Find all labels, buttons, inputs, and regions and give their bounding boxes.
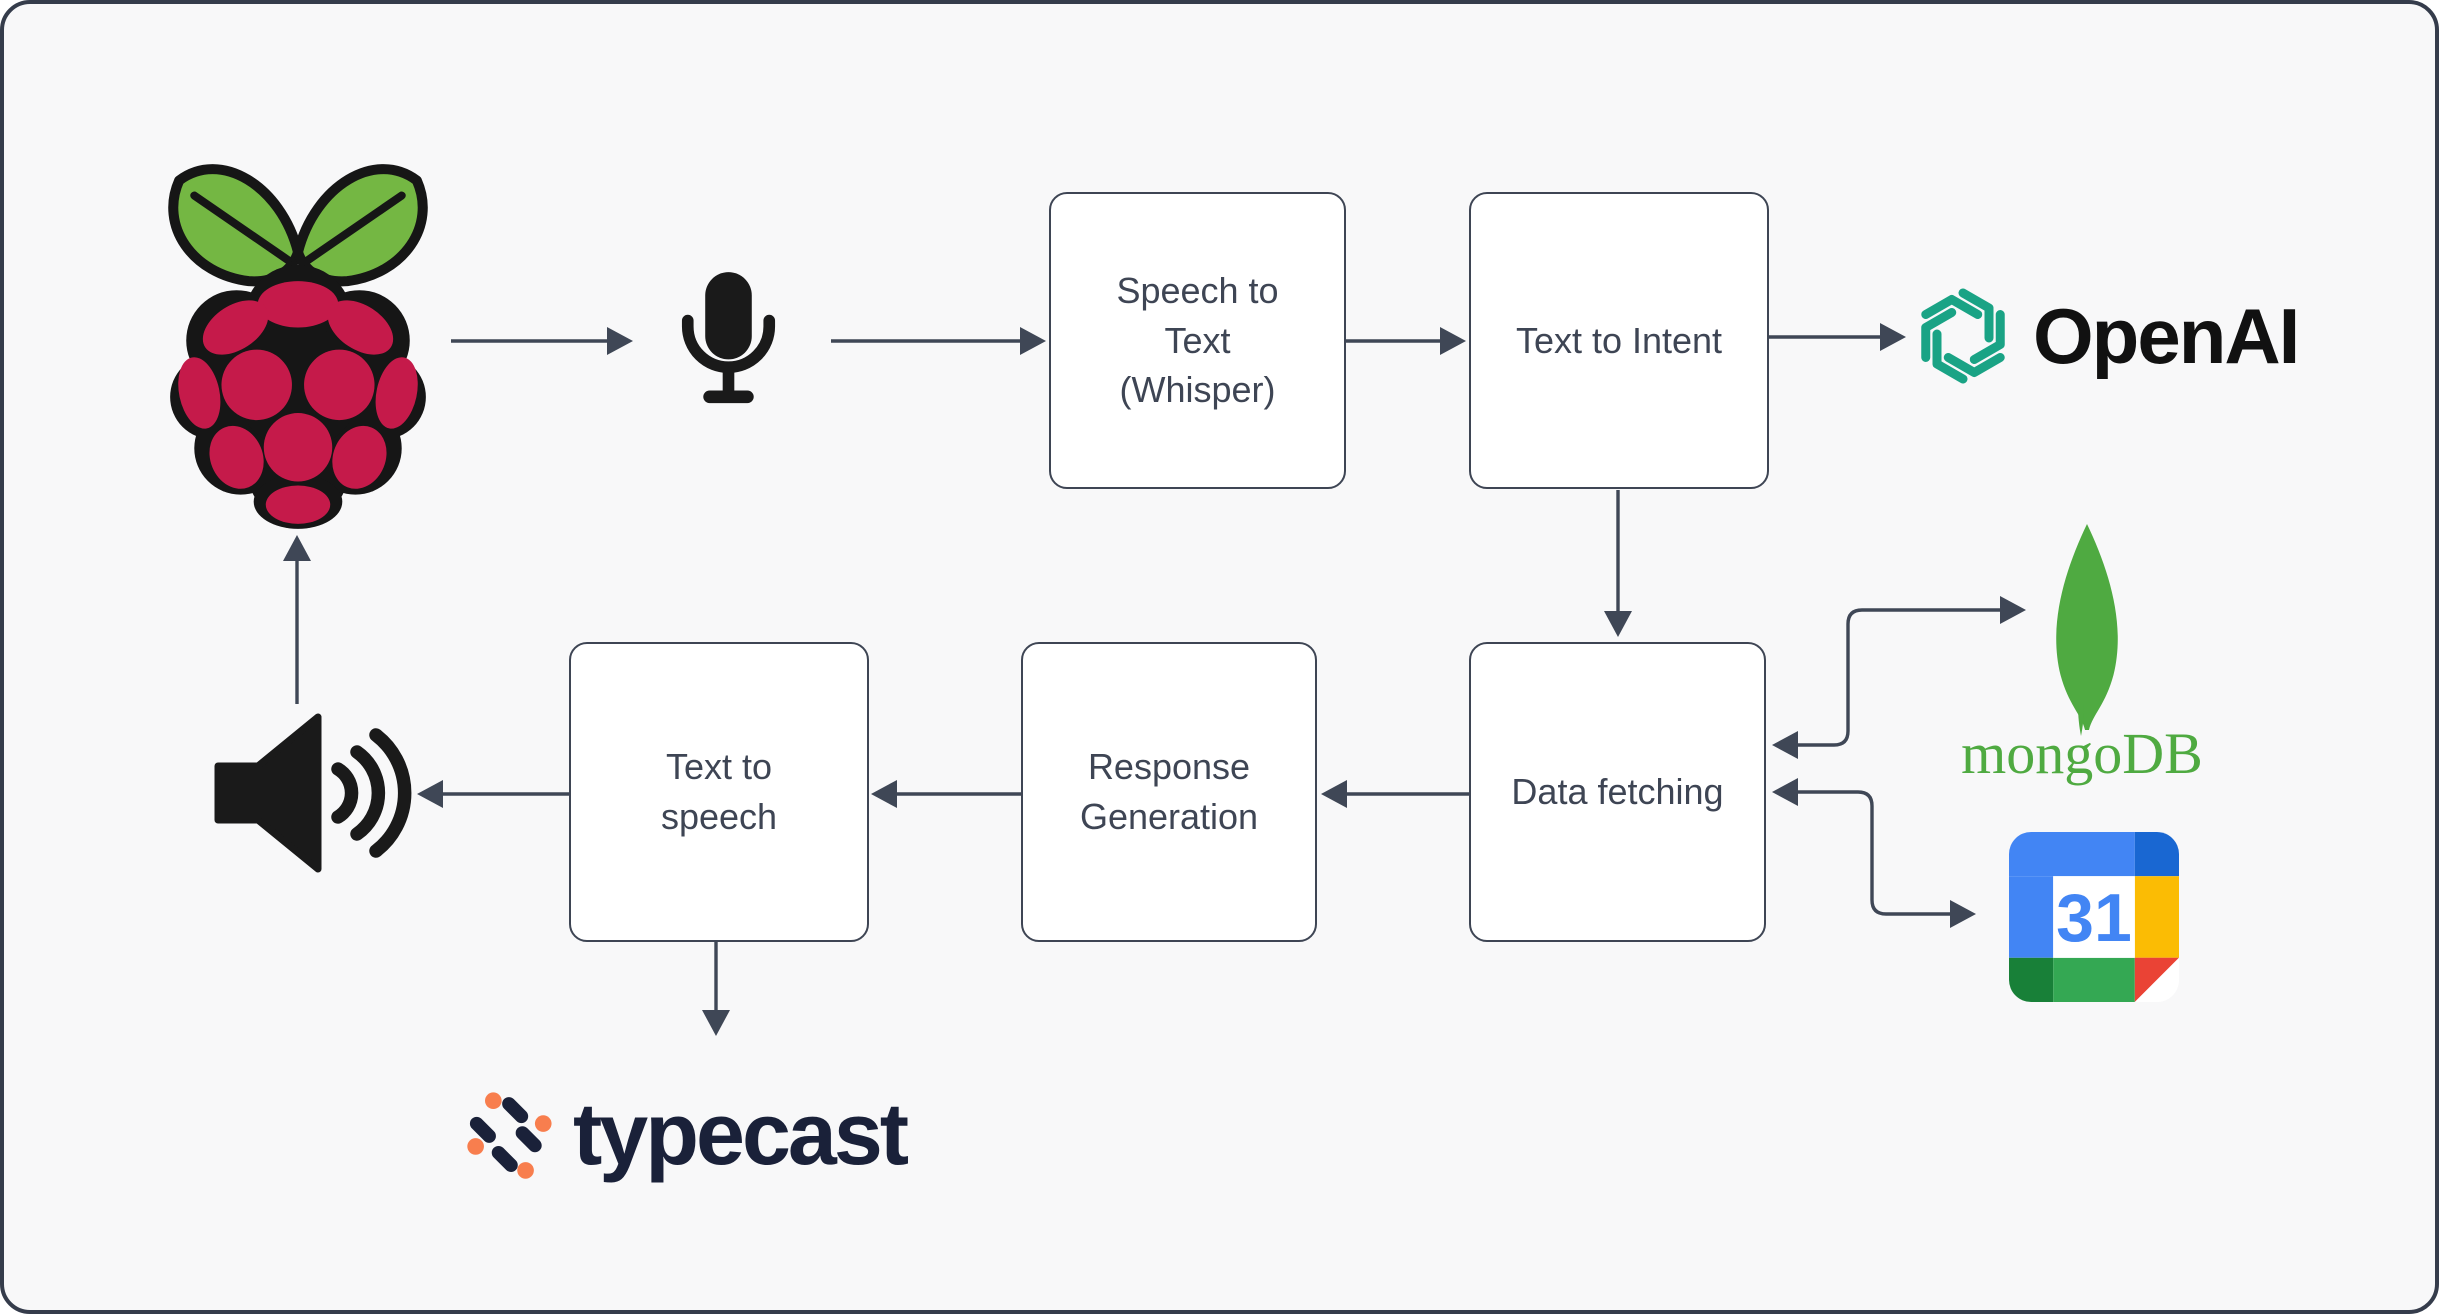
node-text-to-intent-label: Text to Intent xyxy=(1515,319,1723,361)
node-speech-to-text: Speech to Text (Whisper) xyxy=(1049,192,1346,489)
mongodb-wordmark: mongoDB xyxy=(1961,721,2203,786)
raspberry-pi-logo xyxy=(168,164,428,529)
microphone-icon xyxy=(681,272,776,404)
node-data-fetching: Data fetching xyxy=(1469,642,1766,942)
mongodb-leaf-icon xyxy=(2056,524,2118,730)
node-speech-to-text-label: Speech to Text (Whisper) xyxy=(1116,269,1279,411)
berry-lobes xyxy=(178,281,418,524)
node-response-generation: Response Generation xyxy=(1021,642,1317,942)
calendar-day-number: 31 xyxy=(2056,880,2132,956)
openai-logo: OpenAI xyxy=(1907,280,2300,392)
speaker-icon xyxy=(214,713,412,873)
typecast-logo: typecast xyxy=(459,1082,909,1186)
openai-wordmark: OpenAI xyxy=(2033,291,2300,380)
google-calendar-icon: 31 xyxy=(2009,832,2179,1002)
typecast-wordmark: typecast xyxy=(573,1084,909,1183)
openai-icon xyxy=(1921,288,2005,384)
arrow-df-calendar xyxy=(1798,790,1950,916)
mongodb-leaf-stem xyxy=(2078,704,2084,736)
node-response-generation-label: Response Generation xyxy=(1079,746,1259,837)
node-text-to-intent: Text to Intent xyxy=(1469,192,1769,489)
node-text-to-speech-label: Text to speech xyxy=(660,746,778,837)
node-text-to-speech: Text to speech xyxy=(569,642,869,942)
typecast-icon xyxy=(467,1092,552,1179)
node-data-fetching-label: Data fetching xyxy=(1511,771,1724,813)
